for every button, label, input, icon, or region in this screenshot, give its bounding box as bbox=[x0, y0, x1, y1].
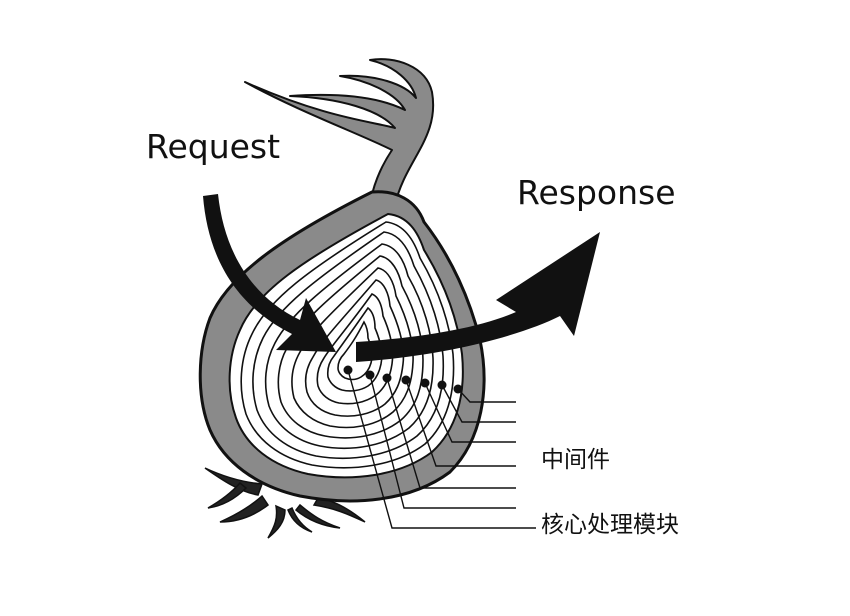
response-label: Response bbox=[517, 173, 676, 212]
onion-stem bbox=[244, 58, 435, 207]
middleware-label: 中间件 bbox=[541, 447, 610, 473]
leader-line bbox=[369, 374, 516, 509]
leader-lines bbox=[347, 369, 536, 529]
leader-line bbox=[457, 388, 516, 403]
onion-roots bbox=[204, 467, 366, 539]
leader-line bbox=[347, 369, 536, 529]
onion-inner-flesh bbox=[228, 212, 464, 479]
response-arrow bbox=[356, 232, 600, 362]
request-arrow bbox=[203, 194, 336, 352]
leader-line bbox=[386, 377, 516, 489]
request-label: Request bbox=[146, 127, 281, 166]
leader-line bbox=[424, 382, 516, 443]
leader-line bbox=[441, 384, 516, 423]
onion-rings bbox=[240, 221, 455, 469]
leader-line bbox=[405, 379, 516, 467]
core-module-label: 核心处理模块 bbox=[541, 512, 679, 538]
